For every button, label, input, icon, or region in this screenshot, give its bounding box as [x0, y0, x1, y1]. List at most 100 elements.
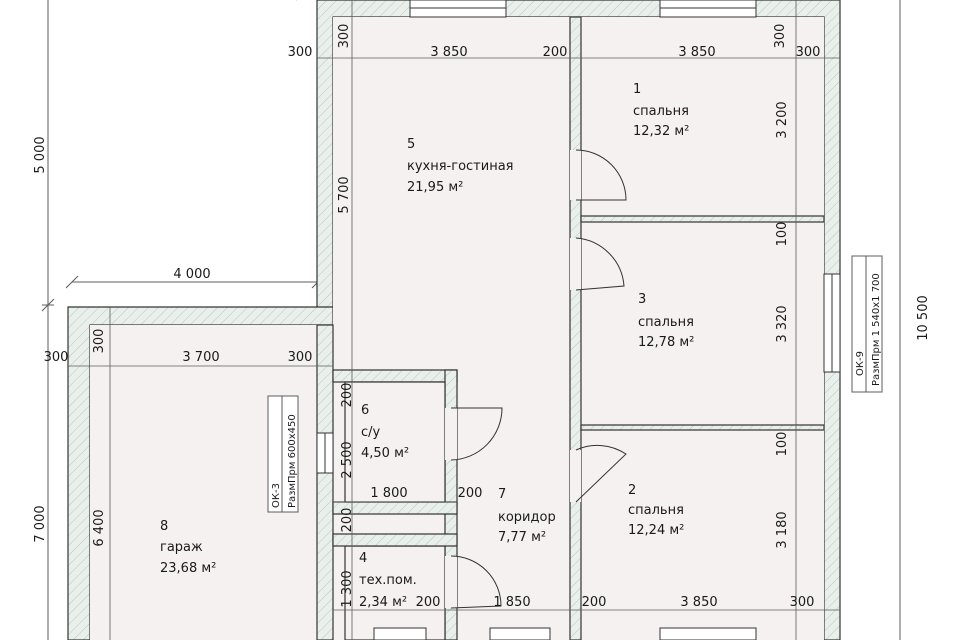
window-garage-icon — [316, 432, 334, 474]
floor-wc — [344, 381, 446, 503]
room-name: спальня — [638, 315, 694, 330]
dim-tech-height: 1 300 — [340, 570, 355, 607]
room-area: 7,77 м² — [498, 530, 546, 545]
door-gap-bedroom1 — [570, 150, 581, 200]
room-number: 3 — [638, 292, 646, 307]
window-top-kitchen-icon — [409, 0, 507, 18]
room-area: 4,50 м² — [361, 446, 409, 461]
dim-bedroom2-height: 3 180 — [775, 511, 790, 548]
dim-garage-right-wall: 300 — [288, 350, 313, 365]
room-name: тех.пом. — [359, 573, 417, 588]
room-label-bedroom-3: 3 спальня 12,78 м² — [638, 292, 694, 350]
window-tag-garage-size: РазмПрм 600x450 — [287, 414, 298, 508]
dim-top-left-room: 3 850 — [430, 45, 467, 60]
dim-bottom-mid-wall: 200 — [582, 595, 607, 610]
dim-garage-top-wall: 300 — [92, 329, 107, 354]
window-bottom-corridor-icon — [489, 627, 551, 640]
dim-kitchen-height: 5 700 — [337, 176, 352, 213]
dim-garage-width: 3 700 — [182, 350, 219, 365]
room-name: спальня — [633, 104, 689, 119]
windows — [316, 0, 841, 640]
dim-tech-top-wall: 200 — [340, 508, 355, 533]
room-area: 23,68 м² — [160, 561, 216, 576]
dimension-labels: 5 000 7 000 10 500 4 000 300 3 850 200 3… — [33, 24, 931, 610]
wall-kitchen-bedrooms — [569, 16, 582, 640]
floor-tech — [344, 545, 446, 640]
window-tag-garage-code: ОК-3 — [271, 483, 282, 508]
dim-overall-upper-height: 5 000 — [33, 136, 48, 173]
room-number: 6 — [361, 403, 369, 418]
wall-bedroom3-bedroom2 — [580, 424, 825, 431]
room-number: 4 — [359, 551, 367, 566]
room-number: 8 — [160, 519, 168, 534]
dim-overall-lower-height: 7 000 — [33, 505, 48, 542]
room-area: 21,95 м² — [407, 180, 463, 195]
wall-tech-top — [332, 533, 458, 547]
dim-overall-right-height: 10 500 — [916, 295, 931, 341]
dim-bedroom3-height: 3 320 — [775, 305, 790, 342]
room-number: 7 — [498, 487, 506, 502]
dim-wc-height: 2 500 — [340, 441, 355, 478]
dim-top-left-vert-wall: 300 — [337, 24, 352, 49]
room-label-wc: 6 с/у 4,50 м² — [361, 403, 409, 461]
dim-wc-width: 1 800 — [370, 486, 407, 501]
door-swing-bedroom1-icon — [575, 149, 627, 201]
inner-dimension-lines — [68, 0, 840, 640]
window-tags: ОК-9 РазмПрм 1 540x1 700 ОК-3 РазмПрм 60… — [267, 255, 883, 513]
door-gap-wc — [445, 408, 457, 460]
dim-top-right-wall: 300 — [796, 45, 821, 60]
room-label-bedroom-1: 1 спальня 12,32 м² — [633, 82, 689, 139]
floor-bedroom-1 — [581, 17, 824, 217]
room-label-corridor: 7 коридор 7,77 м² — [498, 487, 556, 545]
room-area: 12,78 м² — [638, 335, 694, 350]
dim-partition-2: 100 — [775, 432, 790, 457]
door-gap-tech — [445, 556, 457, 608]
room-number: 2 — [628, 483, 636, 498]
dim-top-mid-wall: 200 — [543, 45, 568, 60]
room-label-garage: 8 гараж 23,68 м² — [160, 519, 216, 576]
room-area: 12,24 м² — [628, 523, 684, 538]
door-gap-bedroom2 — [570, 450, 581, 502]
wall-bedroom1-bedroom3 — [580, 215, 825, 223]
floor-bedroom-2 — [581, 430, 824, 640]
dim-garage-left-wall: 300 — [44, 350, 69, 365]
room-area: 2,34 м² — [359, 595, 407, 610]
interior-walls — [316, 16, 825, 640]
door-gap-bedroom3 — [570, 238, 581, 290]
room-name: спальня — [628, 503, 684, 518]
dim-corridor-width: 1 850 — [493, 595, 530, 610]
window-tag-right: ОК-9 РазмПрм 1 540x1 700 — [851, 255, 883, 393]
window-bottom-left-icon — [373, 627, 427, 640]
window-tag-garage: ОК-3 РазмПрм 600x450 — [267, 395, 299, 513]
door-swing-wc-icon — [450, 407, 503, 461]
window-right-bedroom3-icon — [823, 273, 841, 373]
room-name: с/у — [361, 425, 381, 440]
doors — [445, 149, 627, 609]
dim-bottom-right-room: 3 850 — [680, 595, 717, 610]
dim-top-left-wall: 300 — [288, 45, 313, 60]
room-name: гараж — [160, 540, 203, 555]
dim-garage-height: 6 400 — [92, 509, 107, 546]
dim-wc-top-wall: 200 — [340, 383, 355, 408]
door-swing-bedroom2-icon — [575, 444, 627, 503]
door-swing-bedroom3-icon — [575, 237, 625, 291]
dim-top-right-vert-wall: 300 — [773, 24, 788, 49]
window-tag-right-size: РазмПрм 1 540x1 700 — [871, 273, 882, 386]
room-name: кухня-гостиная — [407, 159, 514, 174]
floor-bedroom-3 — [581, 222, 824, 425]
room-number: 5 — [407, 137, 415, 152]
dim-top-right-room: 3 850 — [678, 45, 715, 60]
wall-garage-house — [316, 324, 334, 640]
dim-garage-offset: 4 000 — [173, 267, 210, 282]
overall-dimension-lines — [41, 0, 901, 640]
room-label-kitchen: 5 кухня-гостиная 21,95 м² — [407, 137, 514, 195]
door-swing-tech-icon — [450, 555, 502, 609]
room-area: 12,32 м² — [633, 124, 689, 139]
room-label-tech: 4 тех.пом. 2,34 м² — [359, 551, 417, 610]
room-labels: 1 спальня 12,32 м² 2 спальня 12,24 м² 3 … — [160, 82, 694, 610]
room-name: коридор — [498, 510, 556, 525]
dim-bedroom1-height: 3 200 — [775, 101, 790, 138]
window-bottom-bedroom2-icon — [659, 627, 757, 640]
room-number: 1 — [633, 82, 641, 97]
